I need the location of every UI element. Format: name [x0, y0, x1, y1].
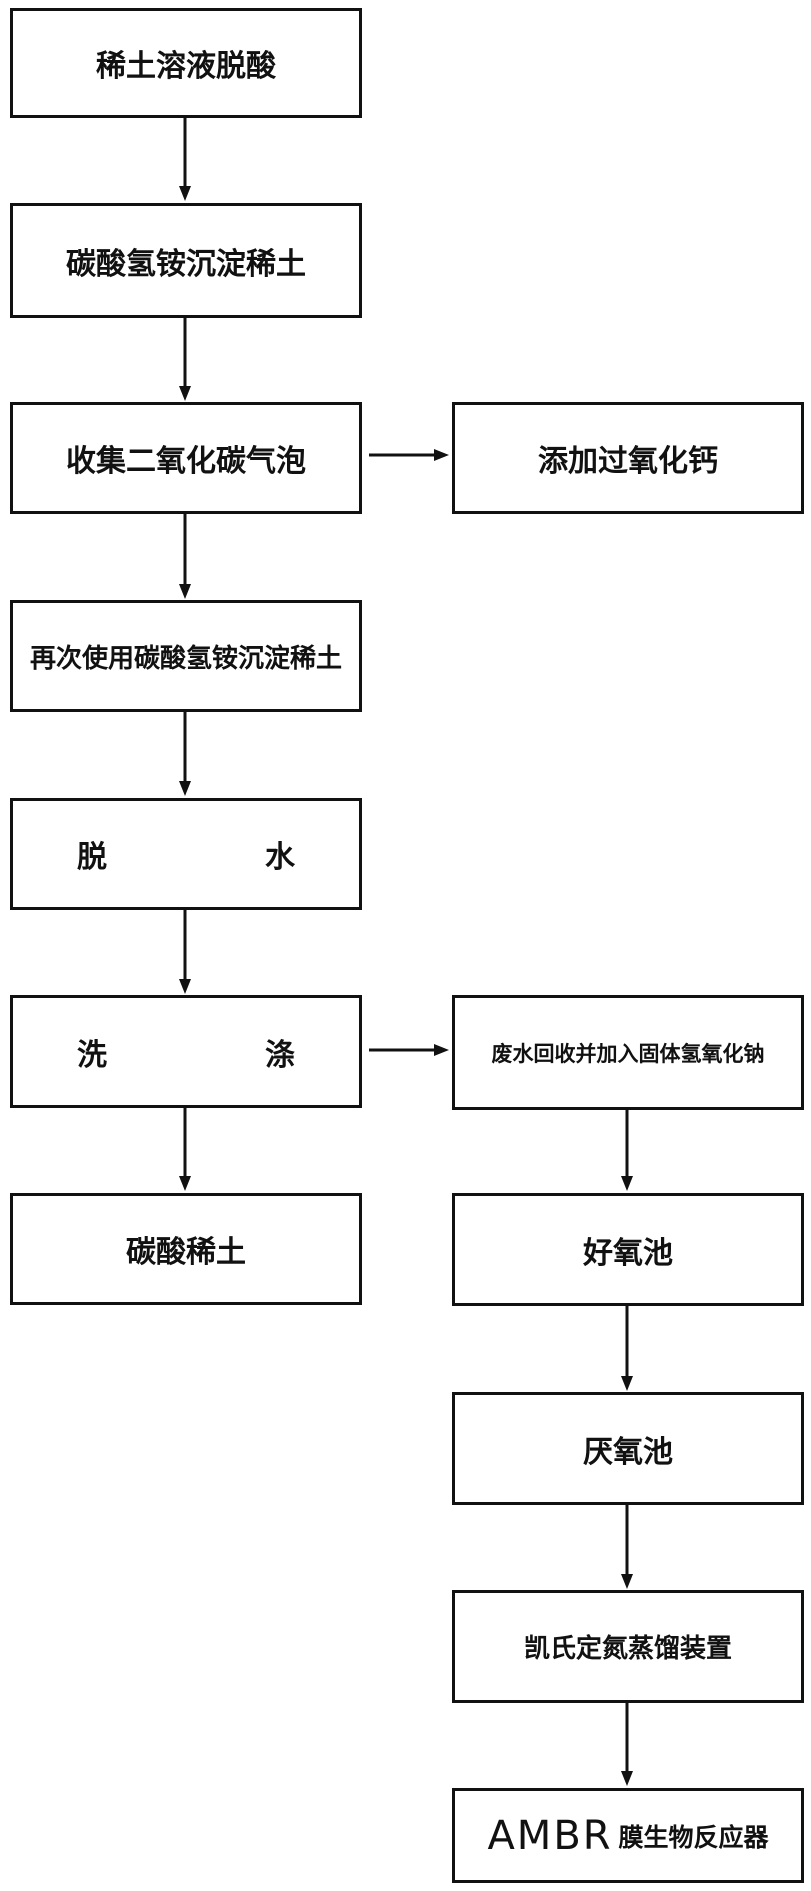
- connector-n1-n2: [179, 118, 191, 201]
- connector-n6-n7: [179, 1108, 191, 1191]
- step-label: 添加过氧化钙: [538, 444, 718, 479]
- step-label: 废水回收并加入固体氢氧化钠: [491, 1041, 765, 1066]
- connector-n4-n5: [179, 712, 191, 796]
- step-node-aerobic-tank: 好氧池: [452, 1193, 804, 1306]
- step-node-wash: 洗 涤: [10, 995, 362, 1108]
- connector-n3-s1: [369, 449, 449, 461]
- step-label: 碳酸稀土: [126, 1235, 246, 1270]
- connector-s3-s4: [621, 1306, 633, 1391]
- step-label: 收集二氧化碳气泡: [66, 444, 306, 479]
- step-label: 厌氧池: [583, 1434, 673, 1470]
- connector-s4-s5: [621, 1505, 633, 1589]
- step-node-rare-earth-carbonate: 碳酸稀土: [10, 1193, 362, 1305]
- step-label: 再次使用碳酸氢铵沉淀稀土: [29, 643, 342, 674]
- step-node-deacidify: 稀土溶液脱酸: [10, 8, 362, 118]
- step-label: 好氧池: [583, 1235, 673, 1271]
- step-node-reprecipitation: 再次使用碳酸氢铵沉淀稀土: [10, 600, 362, 712]
- step-node-kjeldahl-distillation: 凯氏定氮蒸馏装置: [452, 1590, 804, 1703]
- connector-n6-s2: [369, 1044, 449, 1056]
- step-label: 凯氏定氮蒸馏装置: [523, 1634, 732, 1664]
- step-label: 稀土溶液脱酸: [96, 49, 276, 84]
- step-node-collect-co2: 收集二氧化碳气泡: [10, 402, 362, 514]
- step-node-bicarbonate-precipitation: 碳酸氢铵沉淀稀土: [10, 203, 362, 318]
- step-node-anaerobic-tank: 厌氧池: [452, 1392, 804, 1505]
- step-node-dewater: 脱 水: [10, 798, 362, 910]
- step-node-ambr-reactor: AMBR 膜生物反应器: [452, 1788, 804, 1883]
- connector-n3-n4: [179, 514, 191, 599]
- step-node-add-calcium-peroxide: 添加过氧化钙: [452, 402, 804, 514]
- step-label-latin: AMBR: [487, 1812, 613, 1859]
- step-label: 洗 涤: [77, 1037, 359, 1073]
- step-label: 脱 水: [77, 840, 359, 875]
- connector-s5-s6: [621, 1703, 633, 1786]
- step-label: 碳酸氢铵沉淀稀土: [66, 246, 306, 282]
- step-label-cjk: 膜生物反应器: [618, 1822, 769, 1852]
- connector-s2-s3: [621, 1110, 633, 1191]
- step-node-wastewater-recovery: 废水回收并加入固体氢氧化钠: [452, 995, 804, 1110]
- connector-n2-n3: [179, 318, 191, 401]
- connector-n5-n6: [179, 910, 191, 994]
